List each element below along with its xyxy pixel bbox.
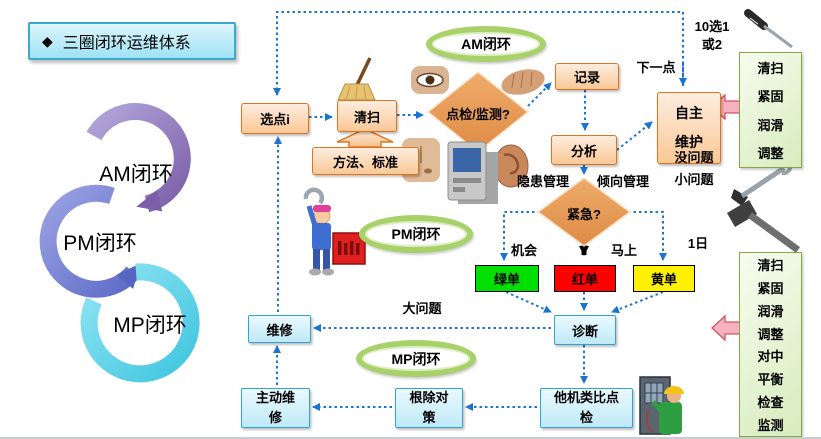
cycle-label-mp: MP闭环 (113, 314, 187, 337)
label-next-point: 下一点 (636, 60, 676, 75)
hammer-icon (727, 200, 801, 253)
pm-cycle-arrow (39, 184, 141, 298)
panel-item: 紧固 (757, 280, 784, 296)
label-opportunity: 机会 (510, 243, 537, 258)
panel-item: 调整 (757, 326, 784, 342)
panel-item: 紧固 (757, 89, 784, 105)
maintenance-panel-bottom: 清扫 紧固 润滑 调整 对中 平衡 检查 监测 (739, 252, 802, 437)
node-proactive-repair: 主动维 修 (241, 388, 310, 428)
node-method-standard: 方法、标准 (312, 147, 419, 175)
mp-loop-ellipse: MP闭环 (356, 340, 476, 377)
mechanic-icon (303, 187, 334, 276)
diamond-bullet-icon: ◆ (42, 32, 53, 49)
node-sweep: 清扫 (337, 100, 397, 132)
node-analogous-inspect: 他机类比点 检 (540, 388, 633, 428)
urgent-diamond (536, 177, 632, 247)
node-inspect-monitor: 点检/监测? (446, 107, 510, 122)
green-card: 绿单 (475, 265, 539, 292)
cycle-label-am: AM闭环 (99, 163, 173, 186)
panel-item: 检查 (757, 395, 784, 411)
broom-icon (337, 57, 376, 101)
label-pick-rule: 10选1 或2 (694, 19, 730, 53)
label-trend-management: 倾向管理 (596, 174, 649, 189)
node-diagnose: 诊断 (554, 315, 616, 345)
panel-item: 平衡 (757, 372, 784, 388)
label-immediately: 马上 (610, 243, 637, 258)
panel-item: 清扫 (757, 257, 784, 273)
red-card: 红单 (554, 265, 616, 292)
yellow-card: 黄单 (633, 265, 695, 292)
page-title: ◆ 三圈闭环运维体系 (28, 22, 236, 60)
node-self-maintain: 自主 维护 (657, 92, 721, 164)
maintenance-panel-top: 清扫 紧固 润滑 调整 (739, 52, 802, 168)
panel-left-arrow-bottom (711, 314, 741, 342)
label-small-problem: 小问题 (674, 172, 714, 187)
mp-cycle-ring (80, 263, 200, 383)
am-loop-ellipse: AM闭环 (426, 26, 546, 62)
inspection-device-icon (447, 141, 498, 204)
screwdriver-icon (744, 9, 793, 49)
node-urgent: 紧急? (567, 207, 601, 222)
panel-item: 润滑 (757, 117, 784, 133)
am-cycle-arrow (86, 102, 191, 213)
panel-item: 润滑 (757, 303, 784, 319)
label-no-problem: 没问题 (674, 150, 714, 165)
label-hidden-management: 隐患管理 (516, 174, 569, 189)
node-analyze: 分析 (551, 135, 617, 165)
node-select-point: 选点i (241, 103, 309, 134)
cycle-label-pm: PM闭环 (63, 232, 137, 255)
node-eradicate-measure: 根除对 策 (395, 388, 463, 428)
page-title-text: 三圈闭环运维体系 (62, 35, 191, 52)
panel-item: 监测 (757, 418, 784, 434)
label-one-day: 1日 (687, 236, 709, 251)
electrician-icon (639, 376, 684, 435)
pm-loop-ellipse: PM闭环 (359, 215, 473, 253)
panel-item: 对中 (757, 349, 784, 365)
eye-icon (411, 66, 449, 94)
panel-item: 清扫 (757, 60, 784, 76)
hand-icon (501, 69, 545, 95)
panel-item: 调整 (757, 146, 784, 162)
node-record: 记录 (555, 63, 619, 90)
connectors (273, 11, 687, 411)
label-big-problem: 大问题 (402, 301, 442, 316)
node-repair: 维修 (248, 315, 311, 343)
